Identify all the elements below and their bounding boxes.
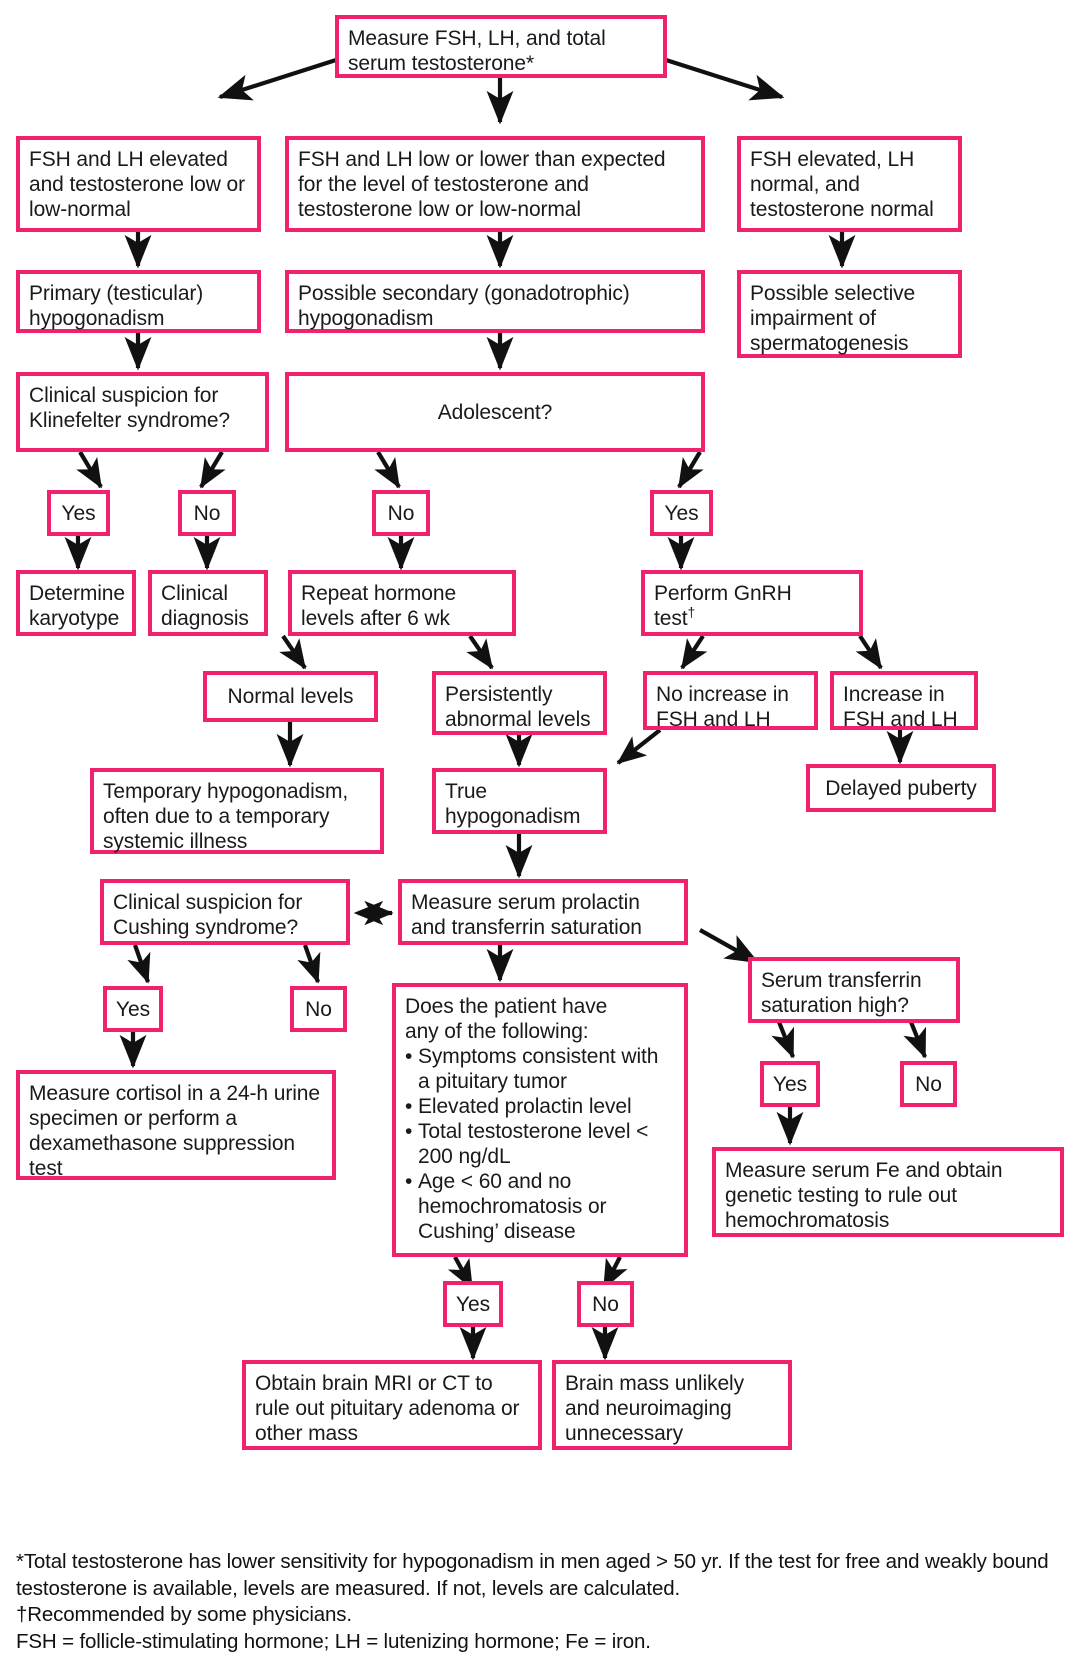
node-fsh-lh-elevated[interactable]: FSH and LH elevated and testosterone low… xyxy=(16,136,261,232)
yn-transferrin-yes[interactable]: Yes xyxy=(760,1061,820,1107)
node-measure-fsh-lh-testosterone[interactable]: Measure FSH, LH, and total serum testost… xyxy=(335,15,667,78)
yn-transferrin-no[interactable]: No xyxy=(900,1061,957,1107)
node-delayed-puberty[interactable]: Delayed puberty xyxy=(806,764,996,812)
node-patient-criteria-list[interactable]: Does the patient have any of the followi… xyxy=(392,983,688,1257)
criteria-item: Total testosterone level < 200 ng/dL xyxy=(405,1119,675,1169)
yn-label: No xyxy=(387,501,415,525)
node-label: Possible selective impairment of spermat… xyxy=(750,282,916,355)
node-label: Measure serum Fe and obtain genetic test… xyxy=(725,1159,1003,1232)
node-label: No increase in FSH and LH xyxy=(656,683,789,731)
node-label-line2: Klinefelter syndrome? xyxy=(29,409,230,432)
yn-label: No xyxy=(915,1072,942,1096)
yn-label: No xyxy=(305,997,332,1021)
yn-criteria-yes[interactable]: Yes xyxy=(443,1281,503,1327)
node-temporary-hypogonadism[interactable]: Temporary hypogonadism, often due to a t… xyxy=(90,768,384,854)
yn-label: Yes xyxy=(664,501,699,525)
node-perform-gnrh-test[interactable]: Perform GnRH test† xyxy=(641,570,863,636)
criteria-bullet-list: Symptoms consistent with a pituitary tum… xyxy=(405,1044,675,1244)
node-label-line2: test xyxy=(654,607,688,630)
node-label: FSH elevated, LH normal, and testosteron… xyxy=(750,148,934,221)
node-label-line1: Clinical suspicion for xyxy=(113,891,303,914)
node-label: Repeat hormone levels after 6 wk xyxy=(301,582,457,630)
node-transferrin-high-question[interactable]: Serum transferrin saturation high? xyxy=(748,957,960,1023)
footnote-dagger: †Recommended by some physicians. xyxy=(16,1603,352,1626)
yn-adolescent-no[interactable]: No xyxy=(372,490,430,536)
node-selective-impairment[interactable]: Possible selective impairment of spermat… xyxy=(737,270,962,358)
yn-cushing-no[interactable]: No xyxy=(290,986,347,1032)
node-measure-serum-fe[interactable]: Measure serum Fe and obtain genetic test… xyxy=(712,1147,1064,1237)
yn-label: No xyxy=(592,1292,619,1316)
node-adolescent-question[interactable]: Adolescent? xyxy=(285,372,705,452)
node-label: Primary (testicular) hypogonadism xyxy=(29,282,204,330)
yn-label: Yes xyxy=(61,501,96,525)
node-clinical-diagnosis[interactable]: Clinical diagnosis xyxy=(148,570,268,636)
node-label: Obtain brain MRI or CT to rule out pitui… xyxy=(255,1372,520,1445)
node-brain-mass-unlikely[interactable]: Brain mass unlikely and neuroimaging unn… xyxy=(552,1360,792,1450)
node-label: True hypogonadism xyxy=(445,780,581,828)
node-label: Measure serum prolactin and transferrin … xyxy=(411,891,642,939)
node-label: Serum transferrin saturation high? xyxy=(761,969,922,1017)
node-fsh-elevated-lh-normal[interactable]: FSH elevated, LH normal, and testosteron… xyxy=(737,136,962,232)
node-persistently-abnormal-levels[interactable]: Persistently abnormal levels xyxy=(432,671,607,735)
yn-label: Yes xyxy=(115,997,151,1021)
criteria-item: Age < 60 and no hemochromatosis or Cushi… xyxy=(405,1169,675,1244)
criteria-item: Elevated prolactin level xyxy=(405,1094,675,1119)
node-true-hypogonadism[interactable]: True hypogonadism xyxy=(432,768,607,834)
yn-label: Yes xyxy=(455,1292,491,1316)
node-label: Increase in FSH and LH xyxy=(843,683,958,731)
node-determine-karyotype[interactable]: Determine karyotype xyxy=(16,570,136,636)
node-increase-fsh-lh[interactable]: Increase in FSH and LH xyxy=(830,671,978,731)
node-fsh-lh-low[interactable]: FSH and LH low or lower than expected fo… xyxy=(285,136,705,232)
node-secondary-hypogonadism[interactable]: Possible secondary (gonadotrophic) hypog… xyxy=(285,270,705,333)
node-normal-levels[interactable]: Normal levels xyxy=(203,671,378,722)
yn-label: Yes xyxy=(772,1072,808,1096)
node-repeat-hormone-levels[interactable]: Repeat hormone levels after 6 wk xyxy=(288,570,516,636)
footnote-abbreviations: FSH = follicle-stimulating hormone; LH =… xyxy=(16,1629,651,1653)
node-label: Measure FSH, LH, and total serum testost… xyxy=(348,27,606,75)
node-cushing-suspicion[interactable]: Clinical suspicion for Cushing syndrome? xyxy=(100,879,350,945)
node-label: FSH and LH low or lower than expected fo… xyxy=(298,148,666,221)
node-label: Determine karyotype xyxy=(29,582,125,630)
node-klinefelter-suspicion[interactable]: Clinical suspicion for Klinefelter syndr… xyxy=(16,372,269,452)
yn-adolescent-yes[interactable]: Yes xyxy=(650,490,713,536)
yn-cushing-yes[interactable]: Yes xyxy=(103,986,163,1032)
yn-label: No xyxy=(193,501,221,525)
node-label: Adolescent? xyxy=(437,400,553,424)
yn-klinefelter-yes[interactable]: Yes xyxy=(47,490,110,536)
node-label: FSH and LH elevated and testosterone low… xyxy=(29,148,245,221)
node-obtain-brain-mri[interactable]: Obtain brain MRI or CT to rule out pitui… xyxy=(242,1360,542,1450)
dagger-marker: † xyxy=(687,604,696,620)
yn-klinefelter-no[interactable]: No xyxy=(178,490,236,536)
criteria-heading-line1: Does the patient have xyxy=(405,995,608,1018)
yn-criteria-no[interactable]: No xyxy=(577,1281,634,1327)
footnote-asterisk: *Total testosterone has lower sensitivit… xyxy=(16,1550,1049,1600)
node-label: Possible secondary (gonadotrophic) hypog… xyxy=(298,282,630,330)
node-label: Measure cortisol in a 24-h urine specime… xyxy=(29,1082,320,1180)
footnotes: *Total testosterone has lower sensitivit… xyxy=(16,1549,1068,1655)
node-label-line2: Cushing syndrome? xyxy=(113,916,299,939)
node-label-line1: Perform GnRH xyxy=(654,582,792,605)
node-primary-hypogonadism[interactable]: Primary (testicular) hypogonadism xyxy=(16,270,261,333)
node-label: Normal levels xyxy=(227,685,354,708)
node-label: Brain mass unlikely and neuroimaging unn… xyxy=(565,1372,744,1445)
criteria-item: Symptoms consistent with a pituitary tum… xyxy=(405,1044,675,1094)
node-measure-prolactin-transferrin[interactable]: Measure serum prolactin and transferrin … xyxy=(398,879,688,945)
criteria-heading-line2: any of the following: xyxy=(405,1020,589,1043)
node-measure-cortisol[interactable]: Measure cortisol in a 24-h urine specime… xyxy=(16,1070,336,1180)
node-label: Delayed puberty xyxy=(825,776,977,800)
node-no-increase-fsh-lh[interactable]: No increase in FSH and LH xyxy=(643,671,818,731)
node-label: Clinical diagnosis xyxy=(161,582,249,630)
node-label: Temporary hypogonadism, often due to a t… xyxy=(103,780,349,853)
node-label-line1: Clinical suspicion for xyxy=(29,384,219,407)
node-label: Persistently abnormal levels xyxy=(445,683,591,731)
